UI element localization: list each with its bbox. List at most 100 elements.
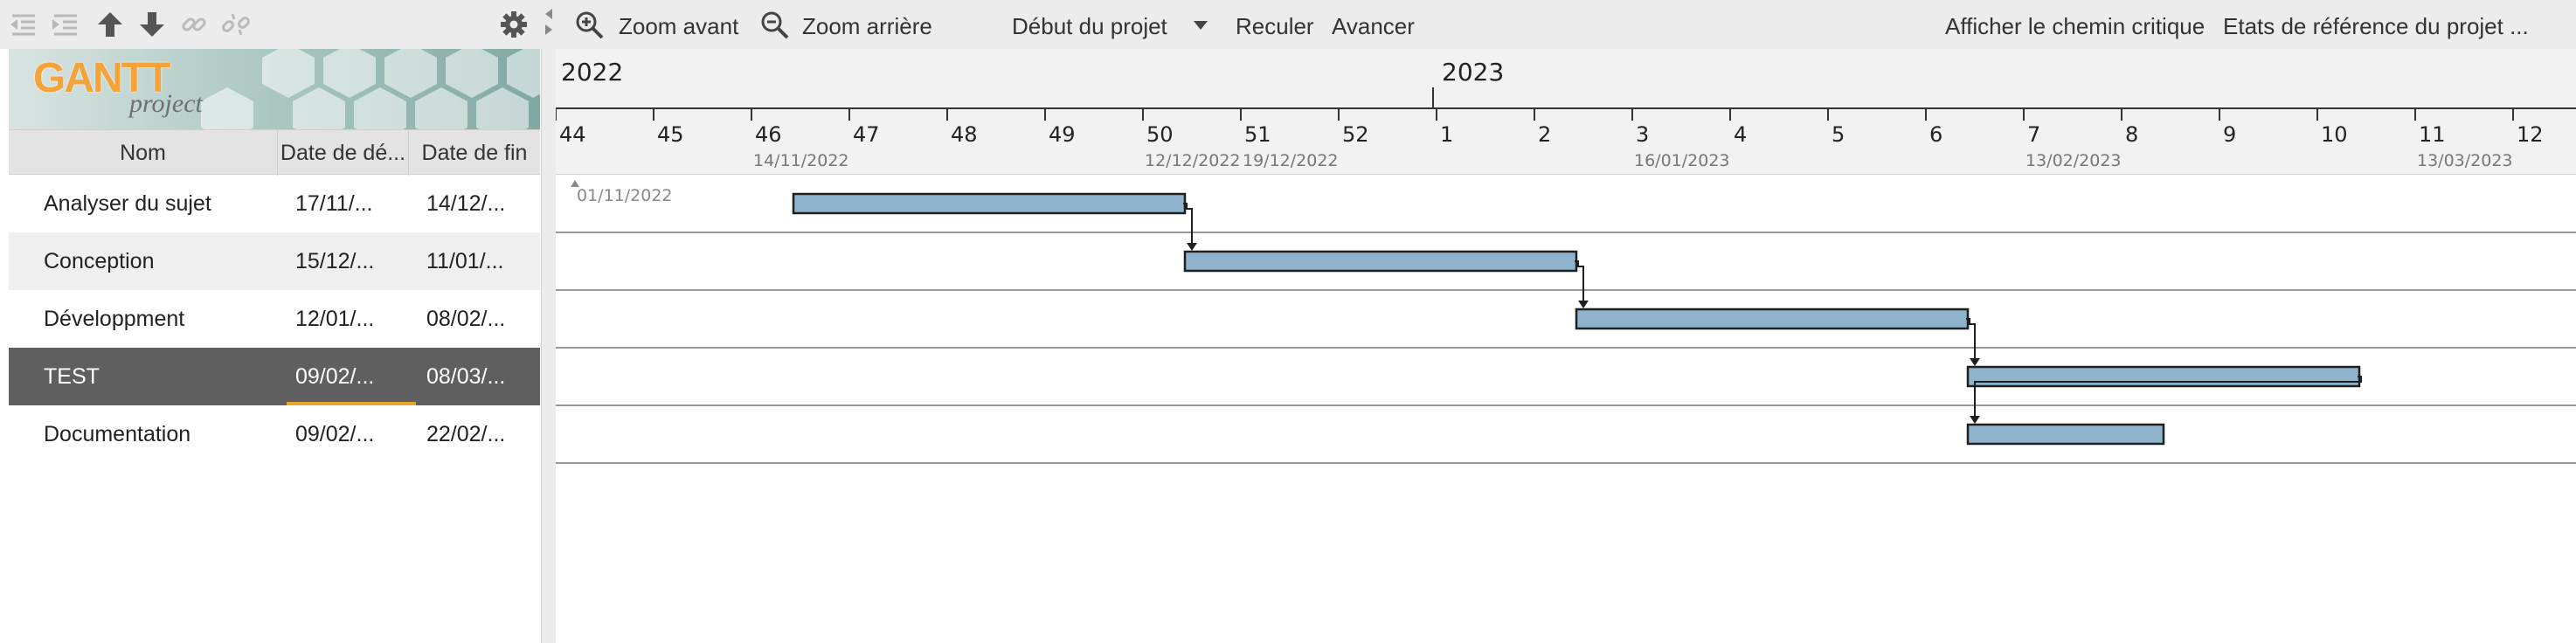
date-label: 16/01/2023 <box>1634 151 1730 170</box>
task-bar <box>1183 250 1578 273</box>
date-label: 13/02/2023 <box>2025 151 2122 170</box>
week-label: 12 <box>2517 122 2544 147</box>
column-header-name[interactable]: Nom <box>9 130 278 176</box>
week-label: 51 <box>1244 122 1271 147</box>
year-label: 2022 <box>561 58 623 86</box>
task-name: Analyser du sujet <box>44 191 211 216</box>
date-label: 14/11/2022 <box>753 151 849 170</box>
week-label: 11 <box>2419 122 2446 147</box>
date-label: 19/12/2022 <box>1243 151 1339 170</box>
project-start-button[interactable]: Début du projet <box>1012 13 1167 39</box>
dependency-arrowhead <box>1578 301 1589 308</box>
zoom-in-icon[interactable] <box>575 10 605 40</box>
task-name: Documentation <box>44 422 191 446</box>
task-start: 15/12/... <box>295 249 375 273</box>
task-start: 17/11/... <box>295 191 373 216</box>
baselines-button[interactable]: Etats de référence du projet ... <box>2223 13 2529 39</box>
week-label: 10 <box>2321 122 2348 147</box>
task-end: 08/03/... <box>426 364 506 389</box>
dependency-arrowhead <box>1970 416 1980 424</box>
table-row-selected[interactable]: TEST 09/02/... 08/03/... <box>9 348 540 405</box>
task-toolbar <box>0 0 542 49</box>
collapse-arrows-icon[interactable] <box>542 5 556 40</box>
chart-toolbar: Zoom avant Zoom arrière Début du projet … <box>556 0 2576 49</box>
gear-icon[interactable] <box>498 9 530 40</box>
task-table-header: Nom Date de dé... Date de fin <box>9 129 540 176</box>
forward-button[interactable]: Avancer <box>1332 13 1415 39</box>
week-label: 52 <box>1342 122 1369 147</box>
task-tree-panel: GANTT project Nom Date de dé... Date de … <box>0 0 542 643</box>
year-label: 2023 <box>1442 58 1504 86</box>
table-row[interactable]: Documentation 09/02/... 22/02/... <box>9 405 540 463</box>
chevron-down-icon[interactable] <box>1192 19 1209 31</box>
task-bar <box>1575 308 1970 330</box>
task-start[interactable]: 09/02/... <box>295 364 375 389</box>
column-header-end[interactable]: Date de fin <box>421 141 528 165</box>
table-row[interactable]: Analyser du sujet 17/11/... 14/12/... <box>9 175 540 232</box>
dependency-arrowhead <box>1187 243 1197 251</box>
hexagon-pattern <box>201 49 540 129</box>
task-end: 14/12/... <box>426 191 506 216</box>
project-start-label: 01/11/2022 <box>577 186 673 205</box>
task-bar <box>1966 365 2361 388</box>
dependency-line <box>1575 260 1584 302</box>
week-label: 7 <box>2027 122 2040 147</box>
panel-splitter[interactable] <box>542 0 556 643</box>
unlink-icon[interactable] <box>220 9 252 40</box>
week-label: 47 <box>853 122 880 147</box>
table-row[interactable]: Développment 12/01/... 08/02/... <box>9 290 540 348</box>
outdent-icon[interactable] <box>7 9 38 40</box>
move-up-icon[interactable] <box>94 9 126 40</box>
task-name: Développment <box>44 307 185 331</box>
week-label: 3 <box>1636 122 1649 147</box>
week-label: 50 <box>1146 122 1174 147</box>
column-header-start[interactable]: Date de dé... <box>278 130 409 176</box>
link-icon[interactable] <box>178 9 210 40</box>
week-label: 1 <box>1440 122 1453 147</box>
week-label: 44 <box>559 122 586 147</box>
zoom-out-icon[interactable] <box>760 10 790 40</box>
week-label: 9 <box>2223 122 2236 147</box>
week-label: 8 <box>2125 122 2138 147</box>
move-down-icon[interactable] <box>136 9 168 40</box>
week-label: 45 <box>657 122 684 147</box>
week-label: 48 <box>951 122 978 147</box>
ganttproject-logo: GANTT project <box>9 49 540 129</box>
dependency-line <box>1966 318 1976 360</box>
gantt-chart-panel: Zoom avant Zoom arrière Début du projet … <box>556 0 2576 643</box>
logo-subtitle: project <box>129 89 203 118</box>
task-start: 09/02/... <box>295 422 375 446</box>
dependency-arrowhead <box>1970 358 1980 366</box>
critical-path-button[interactable]: Afficher le chemin critique <box>1945 13 2206 39</box>
logo-title: GANTT <box>33 55 170 101</box>
week-label: 49 <box>1049 122 1076 147</box>
dependency-line <box>1183 203 1193 245</box>
back-button[interactable]: Reculer <box>1236 13 1314 39</box>
task-start: 12/01/... <box>295 307 375 331</box>
timeline-years <box>556 49 2576 105</box>
date-label: 13/03/2023 <box>2417 151 2513 170</box>
project-start-marker-icon <box>571 180 579 187</box>
task-bar <box>1966 423 2165 446</box>
task-name: TEST <box>44 364 100 389</box>
task-end: 22/02/... <box>426 422 506 446</box>
table-row[interactable]: Conception 15/12/... 11/01/... <box>9 232 540 290</box>
cell-focus-underline <box>287 402 416 405</box>
timeline-weeks <box>556 105 2576 175</box>
week-label: 2 <box>1538 122 1551 147</box>
week-label: 46 <box>755 122 782 147</box>
task-end: 11/01/... <box>426 249 504 273</box>
week-label: 4 <box>1734 122 1747 147</box>
week-label: 5 <box>1832 122 1845 147</box>
task-name: Conception <box>44 249 155 273</box>
date-label: 12/12/2022 <box>1145 151 1241 170</box>
indent-icon[interactable] <box>49 9 80 40</box>
dependency-line <box>1974 376 2362 418</box>
zoom-in-button[interactable]: Zoom avant <box>619 13 739 39</box>
task-bar <box>792 192 1187 215</box>
zoom-out-button[interactable]: Zoom arrière <box>802 13 932 39</box>
week-label: 6 <box>1929 122 1942 147</box>
task-end: 08/02/... <box>426 307 506 331</box>
